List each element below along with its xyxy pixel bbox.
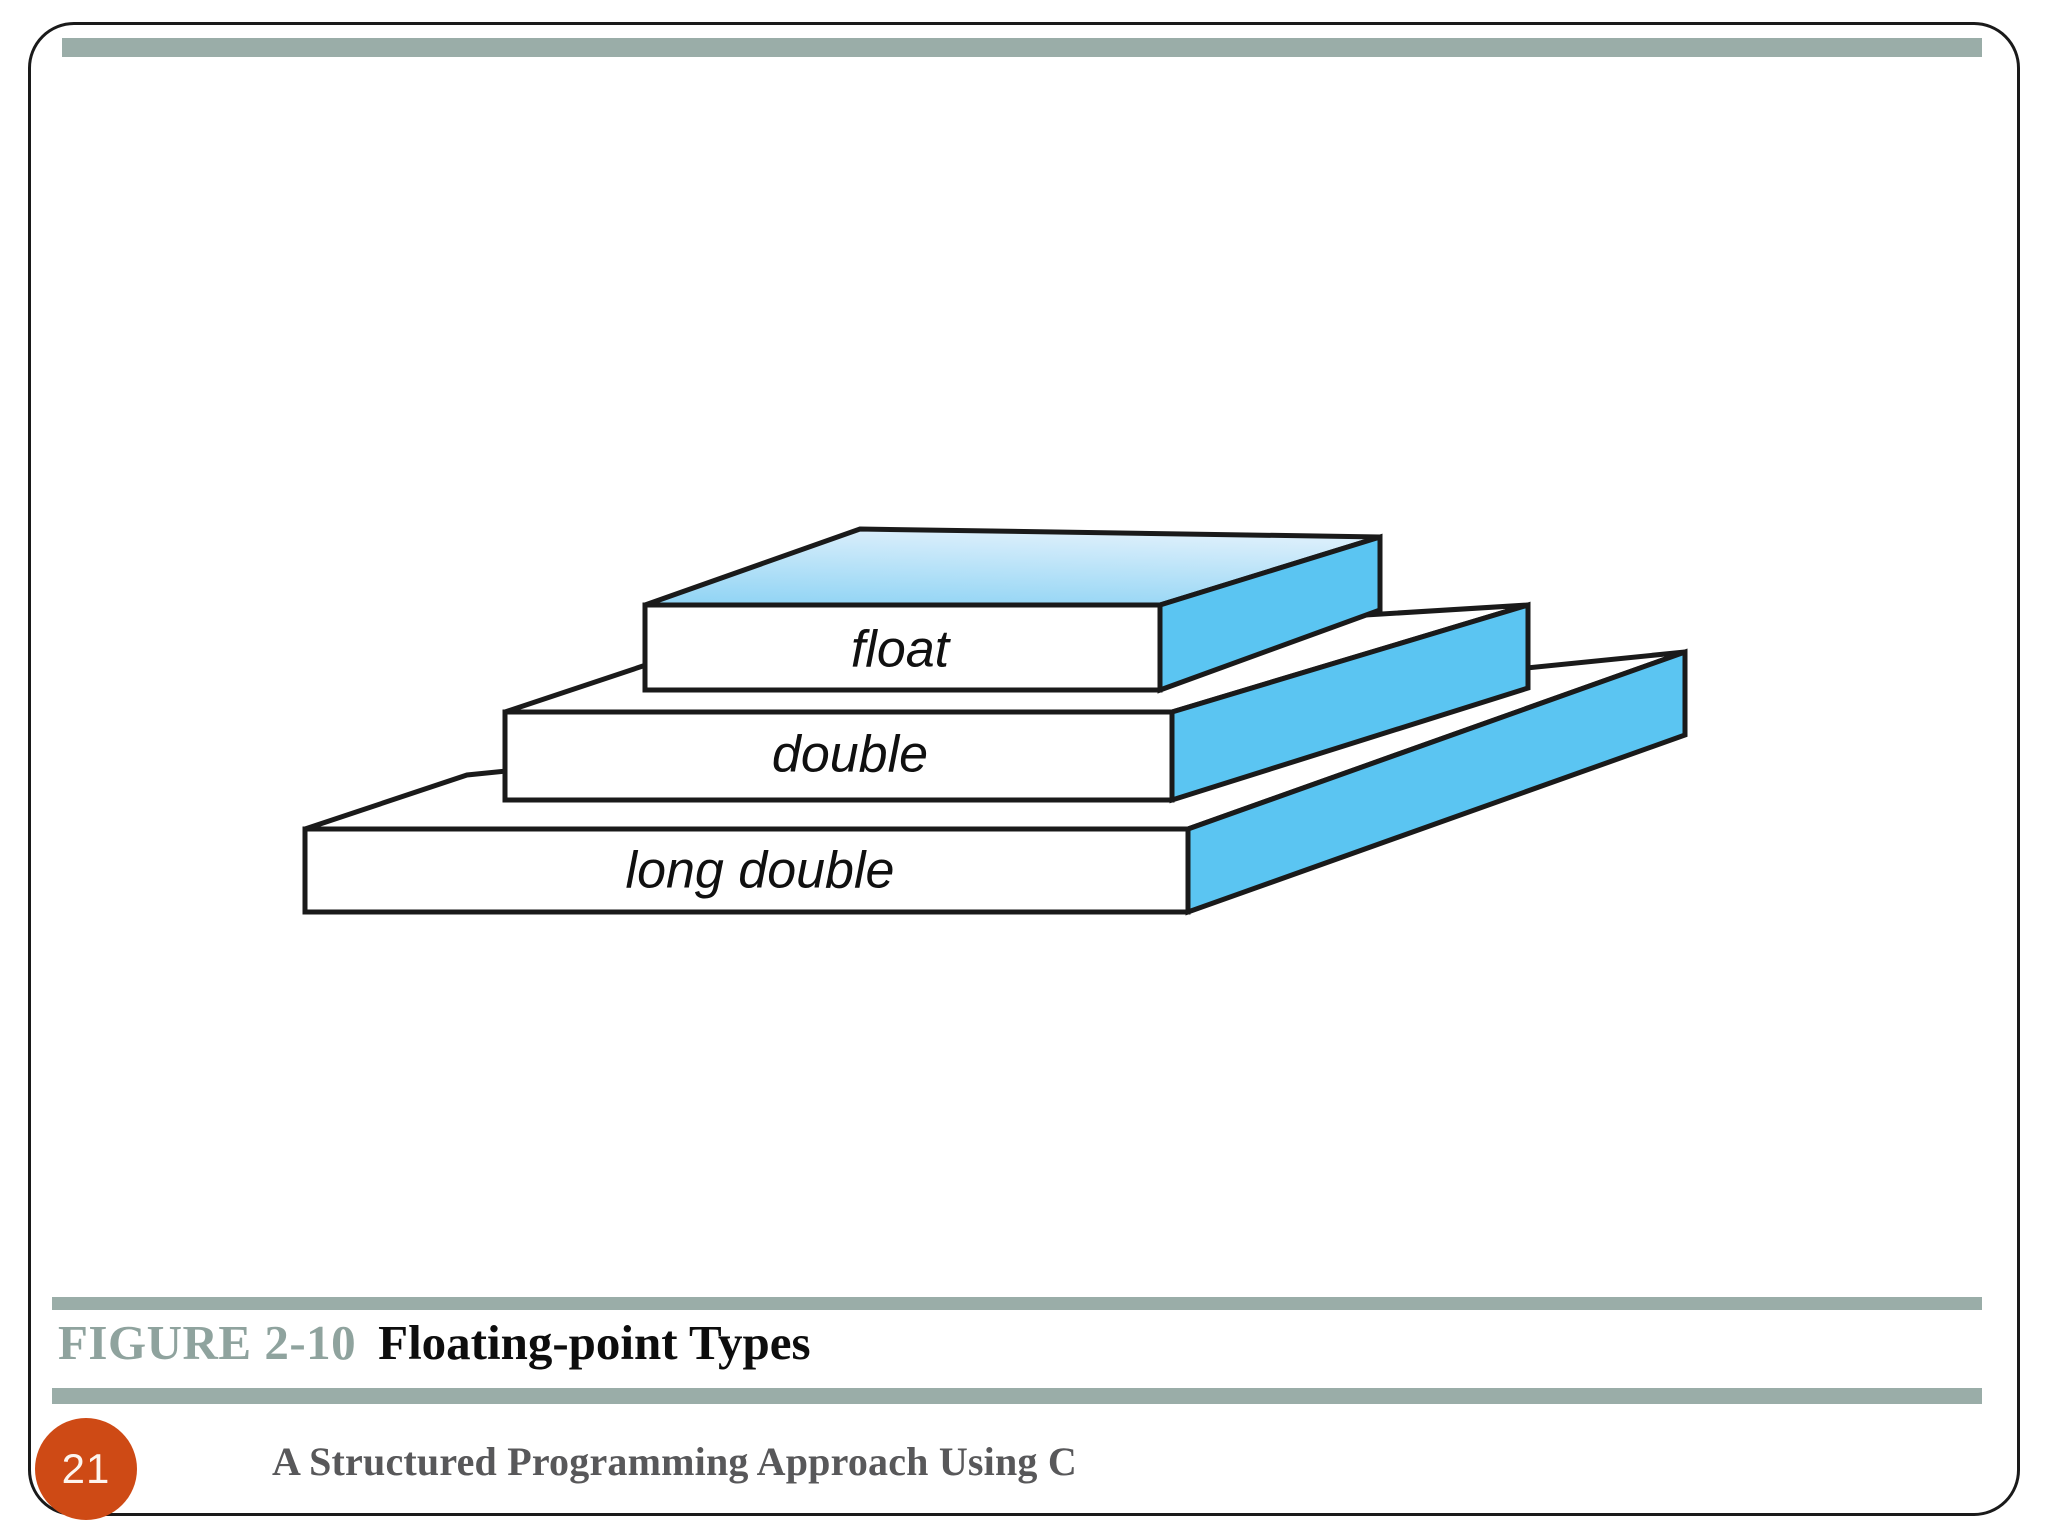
figure-caption: FIGURE 2-10 Floating-point Types: [58, 1318, 811, 1367]
page-number-text: 21: [61, 1445, 111, 1492]
figure-number-label: FIGURE 2-10: [58, 1315, 357, 1370]
caption-divider-top: [52, 1297, 1982, 1310]
top-accent-bar: [62, 38, 1982, 57]
slab-double-front-face: [502, 709, 1175, 803]
footer-title: A Structured Programming Approach Using …: [272, 1439, 1077, 1484]
slab-double-label: double: [772, 726, 928, 784]
slab-long-double-front-face: [302, 826, 1191, 915]
slab-long-double-label: long double: [626, 842, 895, 900]
slab-float-label: float: [851, 621, 952, 679]
caption-divider-bottom: [52, 1388, 1982, 1404]
slab-float-front-face: [642, 602, 1163, 693]
figure-title: Floating-point Types: [378, 1315, 811, 1370]
page-number-badge: 21: [35, 1418, 137, 1520]
slab-float: float: [642, 526, 1383, 694]
floating-point-types-diagram: long double double float: [302, 526, 1688, 916]
